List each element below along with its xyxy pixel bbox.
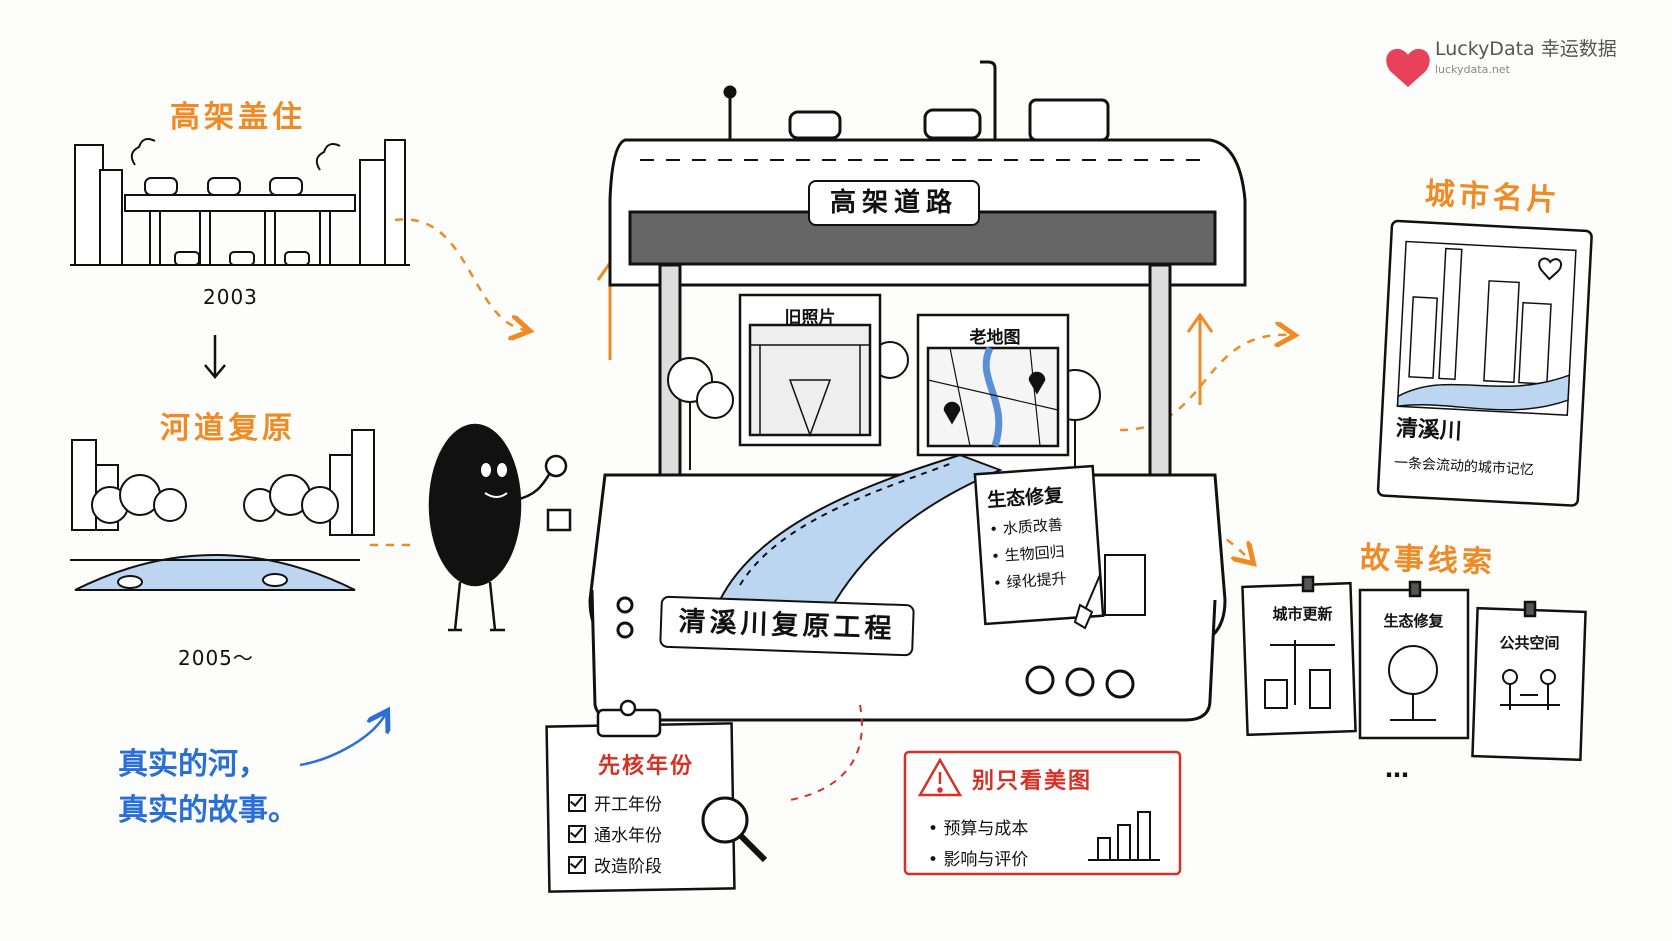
old-photo-panel: [738, 293, 882, 447]
slogan-arrow: [299, 715, 385, 767]
city-card-section-label: 城市名片: [1423, 176, 1562, 219]
story-card-1-title: 城市更新: [1272, 605, 1333, 623]
flow-arrow-story: [1149, 522, 1250, 560]
connector-checklist: [789, 704, 863, 801]
top-year: 2003: [203, 285, 258, 309]
old-map-panel: [916, 313, 1070, 457]
warning-box-frame: [903, 750, 1182, 876]
crane-icon: [1264, 640, 1335, 709]
photo-title: 旧照片: [784, 308, 836, 328]
down-arrow: [204, 335, 226, 379]
city-card-frame: [1376, 219, 1593, 507]
warning-item-2: • 影响与评价: [928, 850, 1029, 870]
bottom-label: 河道复原: [160, 411, 296, 446]
eco-card-frame: [973, 464, 1105, 626]
warning-item-1: • 预算与成本: [928, 819, 1029, 839]
slogan: 真实的河， 真实的故事。: [118, 742, 298, 834]
eco-item-1: • 水质改善: [988, 515, 1064, 539]
shovel-icon: [1073, 574, 1101, 630]
elevated-highway-scene: [70, 138, 410, 266]
flow-arrow-top: [394, 218, 525, 330]
top-label: 高架盖住: [170, 100, 306, 135]
brand-name: LuckyData 幸运数据: [1435, 38, 1617, 60]
slogan-line-2: 真实的故事。: [118, 793, 298, 828]
check-icon: [568, 794, 586, 812]
story-card-3-title: 公共空间: [1499, 634, 1560, 652]
brand-logo: LuckyData 幸运数据 luckydata.net: [1435, 34, 1617, 76]
warning-title: 别只看美图: [972, 769, 1093, 794]
restored-river-scene: [70, 429, 375, 591]
checklist-title: 先核年份: [598, 754, 695, 779]
lift-arrow-right: [1186, 312, 1214, 405]
map-title: 老地图: [969, 328, 1021, 348]
slogan-line-1: 真实的河，: [118, 747, 268, 782]
bottom-year: 2005～: [178, 646, 254, 670]
tree-icon: [1388, 645, 1438, 721]
checklist-item-1: 开工年份: [568, 790, 694, 815]
city-card-text: 清溪川 一条会流动的城市记忆: [1394, 410, 1582, 482]
blob-character: [428, 423, 572, 632]
story-section-label: 故事线索: [1359, 540, 1497, 581]
magnifier-icon: [701, 796, 768, 863]
checklist-board: [545, 699, 736, 893]
check-icon: [568, 825, 586, 843]
checklist: 先核年份 开工年份 通水年份 改造阶段: [568, 748, 694, 883]
mini-bar-chart-icon: [1088, 811, 1160, 861]
eco-item-2: • 生物回归: [990, 542, 1066, 566]
check-icon: [568, 856, 586, 874]
eco-card: 生态修复 • 水质改善 • 生物回归 • 绿化提升: [986, 478, 1099, 599]
warning-icon: [917, 757, 963, 797]
brand-heart-icon: [1386, 48, 1430, 87]
checklist-item-2: 通水年份: [568, 821, 694, 846]
base-sign: 清溪川复原工程: [659, 595, 915, 657]
flow-arrow-city: [1119, 335, 1290, 432]
people-bench-icon: [1500, 669, 1560, 710]
story-more: …: [1385, 755, 1409, 783]
warning-items: • 预算与成本 • 影响与评价: [928, 808, 1028, 876]
bucket-icon: [1104, 554, 1146, 616]
checklist-item-3: 改造阶段: [568, 852, 694, 877]
eco-item-3: • 绿化提升: [992, 569, 1068, 593]
top-sign: 高架道路: [808, 180, 980, 226]
brand-url: luckydata.net: [1435, 63, 1510, 76]
story-card-frames: [1241, 575, 1587, 762]
story-card-2-title: 生态修复: [1383, 612, 1444, 630]
heart-icon: [1538, 257, 1563, 281]
